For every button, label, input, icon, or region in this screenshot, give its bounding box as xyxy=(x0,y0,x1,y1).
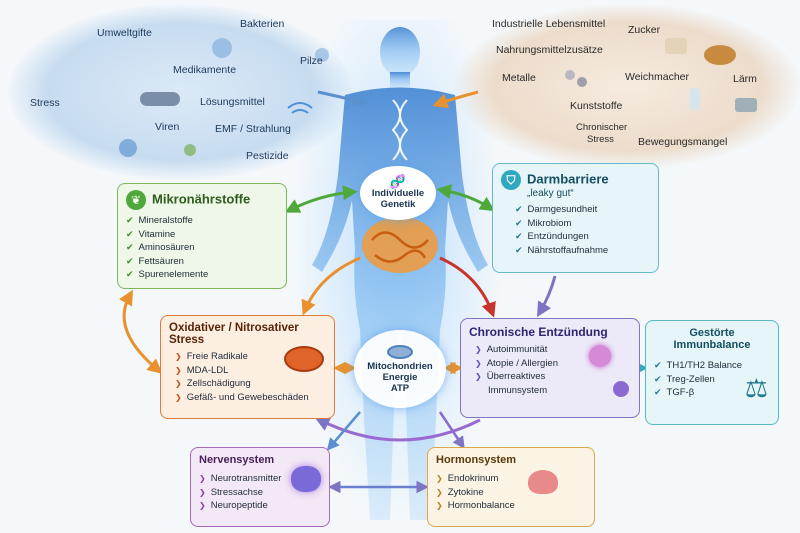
environment-cloud xyxy=(8,4,353,180)
mitochondrion-icon xyxy=(284,346,324,372)
list-item: Zytokine xyxy=(436,486,586,500)
immune-cell-icon xyxy=(589,345,611,367)
mitochondrion-icon xyxy=(387,344,413,359)
chronic-inflammation-list: Autoimmunität Atopie / Allergien Überrea… xyxy=(475,343,631,397)
brain-icon xyxy=(291,466,321,492)
oxidative-stress-box: Oxidativer / Nitrosativer Stress Freie R… xyxy=(160,315,335,419)
hormone-system-list: Endokrinum Zytokine Hormonbalance xyxy=(436,472,586,513)
list-item: Überreaktives xyxy=(475,370,631,384)
hormone-system-box: Hormonsystem Endokrinum Zytokine Hormonb… xyxy=(427,447,595,527)
scales-icon: ⚖ xyxy=(744,373,768,403)
shield-icon: ⛉ xyxy=(501,170,521,190)
cloud-label-stress: Stress xyxy=(30,97,60,109)
cloud-decorations xyxy=(119,38,757,157)
cloud-label-bakterien: Bakterien xyxy=(240,18,285,30)
list-item: Aminosäuren xyxy=(126,241,278,255)
oxidative-stress-list: Freie Radikale MDA-LDL Zellschädigung Ge… xyxy=(175,350,326,404)
cloud-label-industrielle-lebensmittel: Industrielle Lebensmittel xyxy=(492,18,606,30)
micronutrients-title: Mikronährstoffe xyxy=(152,191,251,207)
list-item: Neurotransmitter xyxy=(199,472,321,486)
cloud-label-pestizide: Pestizide xyxy=(246,150,289,162)
nervous-system-list: Neurotransmitter Stressachse Neuropeptid… xyxy=(199,472,321,513)
cloud-label-bewegungsmangel: Bewegungsmangel xyxy=(638,136,728,148)
list-item: Zellschädigung xyxy=(175,377,326,391)
cloud-label-zucker: Zucker xyxy=(628,24,661,36)
list-item: Hormonbalance xyxy=(436,499,586,513)
virus-icon xyxy=(613,381,629,397)
chronic-inflammation-title: Chronische Entzündung xyxy=(469,325,608,339)
cloud-label-emf: EMF / Strahlung xyxy=(215,123,291,135)
gut-barrier-title: Darmbarriere xyxy=(527,171,609,187)
list-item: Atopie / Allergien xyxy=(475,357,631,371)
cloud-label-nahrungsmittelzusaetze: Nahrungsmittelzusätze xyxy=(496,44,603,56)
list-item: Endokrinum xyxy=(436,472,586,486)
cloud-label-umweltgifte: Umweltgifte xyxy=(97,27,152,39)
cloud-label-weichmacher: Weichmacher xyxy=(625,71,689,83)
list-item: Treg-Zellen xyxy=(654,373,770,387)
list-item: Freie Radikale xyxy=(175,350,326,364)
genetics-label-line1: Individuelle xyxy=(371,188,425,199)
immune-balance-box: Gestörte Immunbalance TH1/TH2 Balance Tr… xyxy=(645,320,779,425)
list-item: Gefäß- und Gewebeschäden xyxy=(175,391,326,405)
nervous-system-box: Nervensystem Neurotransmitter Stressachs… xyxy=(190,447,330,527)
immune-balance-list: TH1/TH2 Balance Treg-Zellen TGF-β xyxy=(654,359,770,400)
nervous-system-title: Nervensystem xyxy=(199,454,275,466)
lifestyle-cloud xyxy=(455,4,800,169)
cloud-label-chronischer: Chronischer xyxy=(576,122,628,133)
cloud-label-medikamente: Medikamente xyxy=(173,64,237,76)
list-item: Neuropeptide xyxy=(199,499,321,513)
dna-icon: 🧬 xyxy=(389,174,407,189)
list-item: Mikrobiom xyxy=(515,217,650,231)
micronutrients-box: ❦ Mikronährstoffe Mineralstoffe Vitamine … xyxy=(117,183,287,289)
cloud-label-kunststoffe: Kunststoffe xyxy=(570,100,623,112)
hormone-system-title: Hormonsystem xyxy=(436,454,517,466)
cloud-label-pilze: Pilze xyxy=(300,55,323,67)
gut-barrier-list: Darmgesundheit Mikrobiom Entzündungen Nä… xyxy=(515,203,650,257)
list-item: Autoimmunität xyxy=(475,343,631,357)
list-item: Nährstoffaufnahme xyxy=(515,244,650,258)
oxidative-stress-title: Oxidativer / Nitrosativer Stress xyxy=(169,322,299,346)
immune-balance-title-line1: Gestörte xyxy=(689,327,735,339)
list-item: TGF-β xyxy=(654,386,770,400)
gut-barrier-box: ⛉ Darmbarriere „leaky gut“ Darmgesundheit… xyxy=(492,163,659,273)
list-item: TH1/TH2 Balance xyxy=(654,359,770,373)
list-item: Fettsäuren xyxy=(126,255,278,269)
list-item: Spurenelemente xyxy=(126,268,278,282)
mito-label-line2: Energie xyxy=(382,371,418,383)
list-item: Vitamine xyxy=(126,228,278,242)
genetics-label-line2: Genetik xyxy=(380,199,416,210)
cloud-label-viren: Viren xyxy=(155,121,180,133)
list-item: Immunsystem xyxy=(488,384,548,396)
list-item: Entzündungen xyxy=(515,230,650,244)
list-item: MDA-LDL xyxy=(175,364,326,378)
list-item: Darmgesundheit xyxy=(515,203,650,217)
chronic-inflammation-box: Chronische Entzündung Autoimmunität Atop… xyxy=(460,318,640,418)
cloud-label-metalle: Metalle xyxy=(502,72,536,84)
list-item: Stressachse xyxy=(199,486,321,500)
micronutrients-list: Mineralstoffe Vitamine Aminosäuren Fetts… xyxy=(126,214,278,282)
leaf-icon: ❦ xyxy=(126,190,146,210)
cloud-label-loesungsmittel: Lösungsmittel xyxy=(200,96,265,108)
cloud-label-laerm: Lärm xyxy=(733,73,757,85)
gut-barrier-subtitle: „leaky gut“ xyxy=(527,188,574,199)
cloud-label-chron-stress: Stress xyxy=(587,134,614,145)
individual-genetics-node: 🧬 Individuelle Genetik xyxy=(360,166,436,220)
list-item: Mineralstoffe xyxy=(126,214,278,228)
thyroid-icon xyxy=(528,470,558,494)
mito-label-line1: Mitochondrien xyxy=(367,360,433,372)
immune-balance-title-line2: Immunbalance xyxy=(673,339,751,351)
mitochondria-node: Mitochondrien Energie ATP xyxy=(354,330,446,408)
mito-label-line3: ATP xyxy=(390,382,410,394)
